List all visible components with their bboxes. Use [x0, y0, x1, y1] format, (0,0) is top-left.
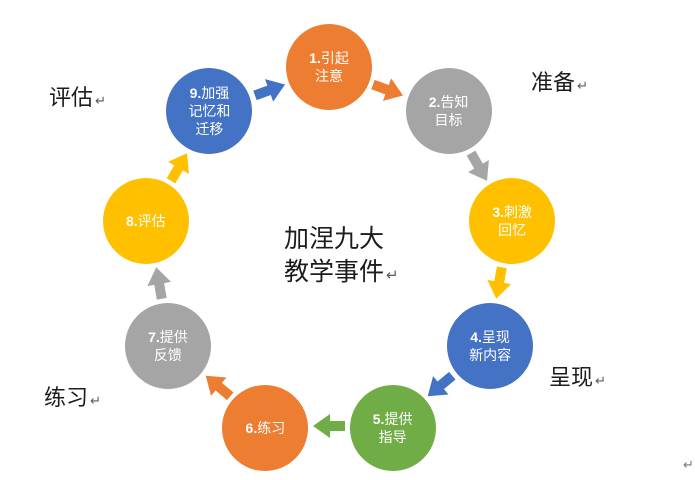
- cycle-node-text: 2.告知 目标: [429, 93, 469, 129]
- cycle-arrow-1-to-2: [367, 71, 409, 111]
- paragraph-mark-icon: ↵: [595, 374, 607, 389]
- cycle-node-number: 7.: [148, 329, 160, 345]
- paragraph-mark-icon: ↵: [683, 458, 694, 473]
- cycle-arrow-2-to-3: [457, 144, 500, 188]
- cycle-node-label: 练习: [257, 419, 286, 436]
- cycle-node-8[interactable]: 8.评估: [102, 177, 189, 264]
- cycle-node-number: 6.: [245, 419, 258, 436]
- block-arrow-icon: [253, 79, 285, 103]
- phase-label-presentation: 呈现↵: [549, 366, 606, 394]
- paragraph-mark-icon: ↵: [95, 94, 107, 109]
- cycle-node-number: 1.: [309, 50, 321, 66]
- block-arrow-icon: [146, 267, 171, 300]
- cycle-node-label: 呈现 新内容: [469, 329, 512, 363]
- phase-label-text: 准备: [531, 70, 576, 95]
- cycle-node-5[interactable]: 5.提供 指导: [349, 384, 436, 471]
- cycle-node-number: 3.: [492, 203, 505, 220]
- cycle-arrow-5-to-6: [312, 411, 346, 441]
- cycle-arrow-6-to-7: [195, 363, 240, 408]
- cycle-node-text: 3.刺激 回忆: [492, 203, 532, 239]
- diagram-title: 加涅九大 教学事件↵: [284, 223, 399, 292]
- cycle-node-number: 4.: [470, 329, 482, 345]
- phase-label-text: 练习: [44, 385, 89, 410]
- cycle-node-label: 提供 指导: [378, 410, 413, 445]
- cycle-node-text: 1.引起 注意: [309, 49, 349, 85]
- cycle-node-number: 5.: [372, 410, 385, 427]
- cycle-node-number: 9.: [189, 84, 202, 101]
- block-arrow-icon: [313, 414, 345, 438]
- block-arrow-icon: [427, 371, 456, 396]
- block-arrow-icon: [487, 266, 512, 299]
- cycle-node-3[interactable]: 3.刺激 回忆: [469, 177, 556, 264]
- cycle-node-number: 8.: [125, 212, 138, 229]
- phase-label-preparation: 准备↵: [531, 71, 588, 99]
- block-arrow-icon: [205, 375, 234, 400]
- cycle-node-9[interactable]: 9.加强 记忆和 迁移: [166, 67, 253, 154]
- block-arrow-icon: [166, 152, 190, 183]
- cycle-node-text: 9.加强 记忆和 迁移: [188, 84, 230, 138]
- cycle-node-label: 提供 反馈: [153, 329, 188, 363]
- cycle-node-6[interactable]: 6.练习: [222, 384, 309, 471]
- diagram-title-text: 加涅九大 教学事件: [284, 226, 385, 286]
- cycle-node-text: 6.练习: [246, 419, 286, 437]
- cycle-node-text: 5.提供 指导: [373, 410, 413, 446]
- cycle-arrow-4-to-5: [418, 363, 463, 408]
- cycle-node-label: 评估: [137, 212, 166, 229]
- block-arrow-icon: [466, 150, 489, 181]
- phase-label-evaluation: 评估↵: [49, 86, 106, 114]
- cycle-node-4[interactable]: 4.呈现 新内容: [447, 303, 534, 389]
- cycle-arrow-8-to-9: [158, 144, 201, 188]
- phase-label-text: 评估: [49, 85, 94, 110]
- cycle-arrow-7-to-8: [141, 264, 176, 303]
- cycle-arrow-9-to-1: [249, 71, 291, 111]
- phase-label-practice: 练习↵: [44, 386, 101, 414]
- cycle-arrow-3-to-4: [482, 264, 517, 303]
- cycle-node-text: 7.提供 反馈: [148, 328, 188, 364]
- cycle-node-number: 2.: [428, 93, 441, 110]
- phase-label-text: 呈现: [549, 365, 594, 390]
- cycle-node-label: 刺激 回忆: [498, 203, 533, 238]
- cycle-node-2[interactable]: 2.告知 目标: [405, 67, 492, 154]
- cycle-node-text: 4.呈现 新内容: [469, 328, 511, 364]
- cycle-node-label: 加强 记忆和 迁移: [188, 84, 231, 137]
- cycle-node-text: 8.评估: [126, 212, 166, 230]
- cycle-node-label: 引起 注意: [315, 50, 349, 84]
- paragraph-mark-icon: ↵: [577, 79, 589, 94]
- block-arrow-icon: [371, 78, 404, 102]
- paragraph-mark-icon: ↵: [386, 266, 399, 284]
- cycle-node-7[interactable]: 7.提供 反馈: [124, 303, 211, 389]
- cycle-node-label: 告知 目标: [434, 93, 469, 128]
- paragraph-mark-icon: ↵: [90, 394, 102, 409]
- cycle-node-1[interactable]: 1.引起 注意: [286, 24, 372, 110]
